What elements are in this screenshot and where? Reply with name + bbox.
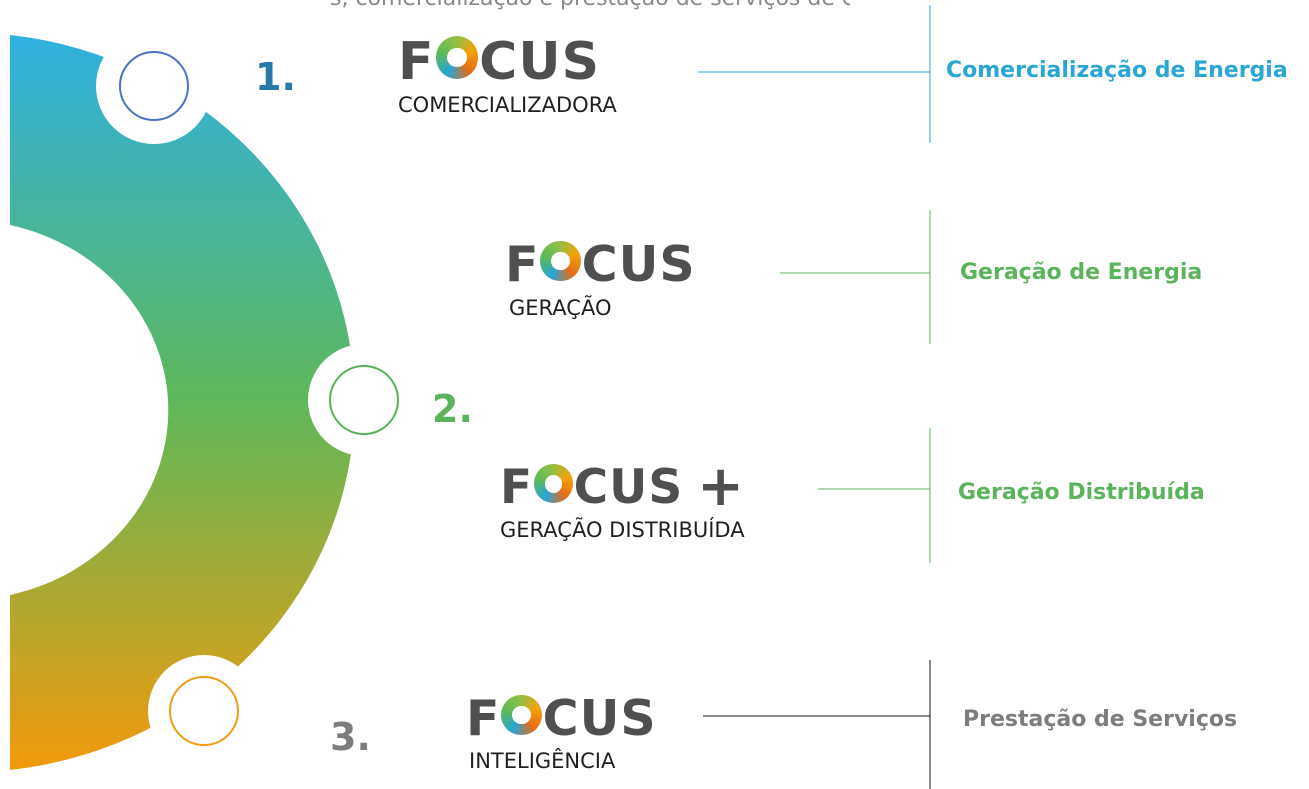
service-label-4: Prestação de Serviços [963,707,1238,732]
brand-2-subtitle: GERAÇÃO [509,296,612,320]
step-1-number: 1. [255,58,296,96]
service-label-2: Geração de Energia [960,260,1203,285]
brand-1-connector [698,5,931,143]
brand-1-subtitle: COMERCIALIZADORA [398,93,617,117]
step-1-node [96,28,212,144]
step-2-node [308,344,420,456]
brand-2-connector [780,210,931,344]
step-3-number-text: 3. [330,715,371,759]
brand-4-connector [703,660,931,789]
logo-o-ring-icon [540,240,581,281]
step-2-number: 2. [432,390,473,428]
logo-o-ring-icon [501,694,542,735]
process-arc [10,35,355,770]
brand-3-connector [818,428,931,563]
step-3-node [148,655,260,767]
service-label-1: Comercialização de Energia [946,58,1288,83]
brand-4-subtitle: INTELIGÊNCIA [469,749,616,773]
header-fragment: s, comercialização e prestação de serviç… [330,0,850,16]
service-label-3: Geração Distribuída [958,480,1205,505]
logo-o-ring-icon [435,36,479,79]
brand-3-plus: + [697,454,746,520]
logo-o-ring-icon [534,464,573,503]
step-3-number: 3. [330,718,371,756]
step-1-number-text: 1. [255,55,296,99]
step-2-number-text: 2. [432,387,473,431]
brand-3-subtitle: GERAÇÃO DISTRIBUÍDA [500,518,745,542]
